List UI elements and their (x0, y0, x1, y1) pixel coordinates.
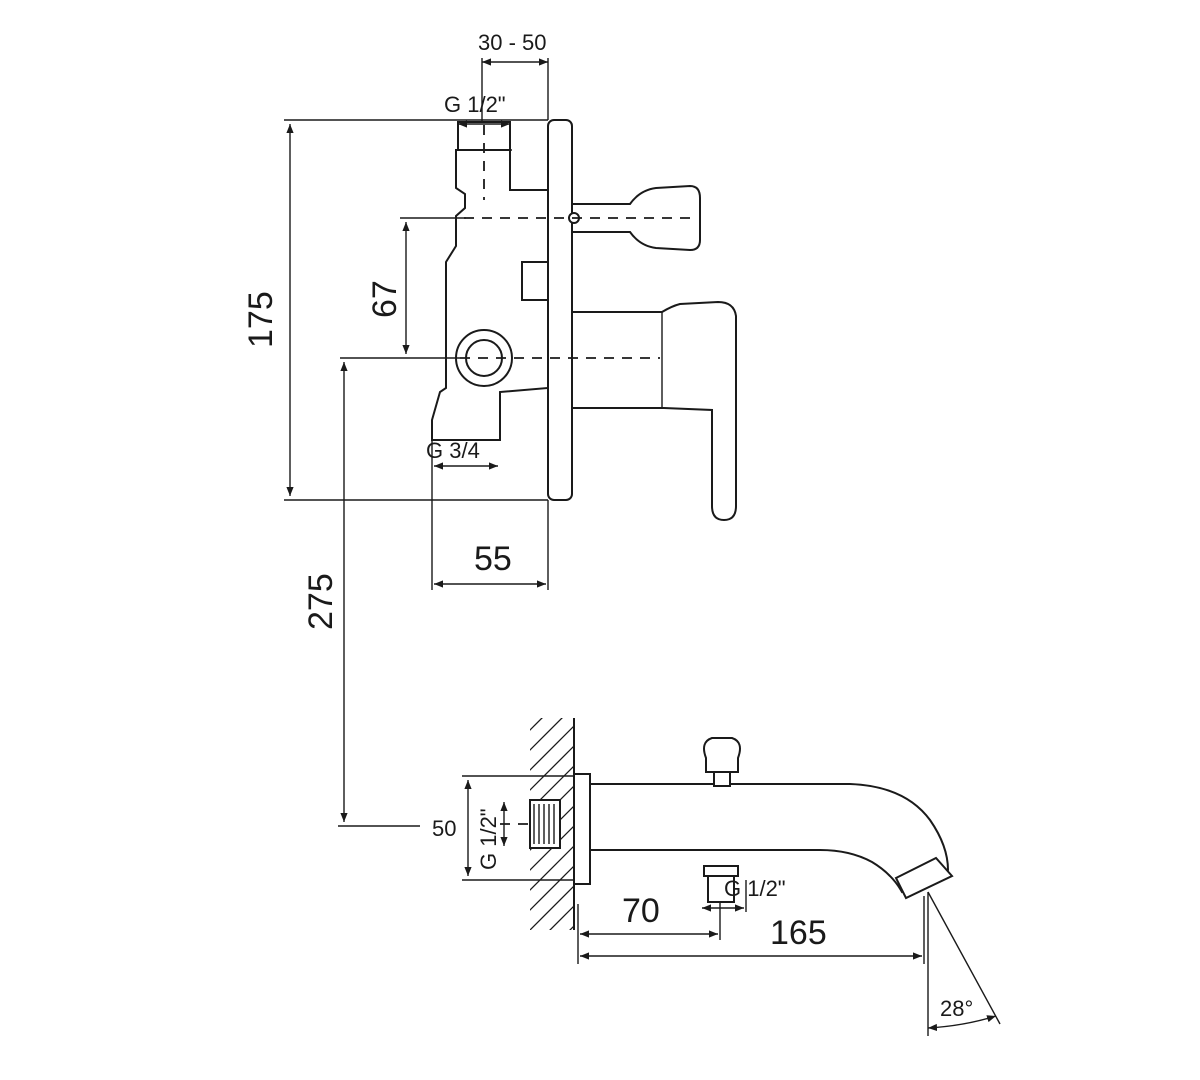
bottom-fitting (703, 865, 739, 877)
dim-label-30-50: 30 - 50 (478, 30, 547, 55)
dim-label-thread-spout-inlet: G 1/2" (476, 808, 501, 870)
dim-label-165: 165 (770, 914, 827, 952)
dim-label-thread-outlet: G 3/4 (426, 438, 480, 463)
wall-plate (547, 119, 573, 501)
dim-label-thread-top: G 1/2" (444, 92, 506, 117)
angle-arc-28 (927, 1015, 997, 1032)
spout-view (500, 718, 954, 930)
dim-label-275: 275 (302, 573, 340, 630)
upper-dimensions: 30 - 50 G 1/2" 175 67 G 3/4 55 275 (242, 30, 549, 822)
mixer-body-view (431, 119, 737, 522)
wall-hatching (530, 718, 574, 930)
lever-handle (571, 300, 737, 522)
dim-label-50: 50 (432, 816, 456, 841)
thread-marks (533, 804, 555, 844)
dim-label-175: 175 (242, 291, 280, 348)
diverter-cap (703, 737, 741, 773)
cartridge-block (521, 261, 549, 301)
lower-dimensions: 50 G 1/2" G 1/2" 70 165 28° (338, 775, 1001, 1036)
diverter-stem (713, 771, 731, 787)
dim-label-thread-diverter: G 1/2" (724, 876, 786, 901)
spout-tip (894, 856, 954, 900)
dim-label-55: 55 (474, 540, 512, 578)
dim-label-28: 28° (940, 996, 973, 1021)
dim-label-67: 67 (366, 280, 404, 318)
dim-label-70: 70 (622, 892, 660, 930)
threaded-nipple (529, 799, 561, 849)
spout-flange (573, 773, 591, 885)
